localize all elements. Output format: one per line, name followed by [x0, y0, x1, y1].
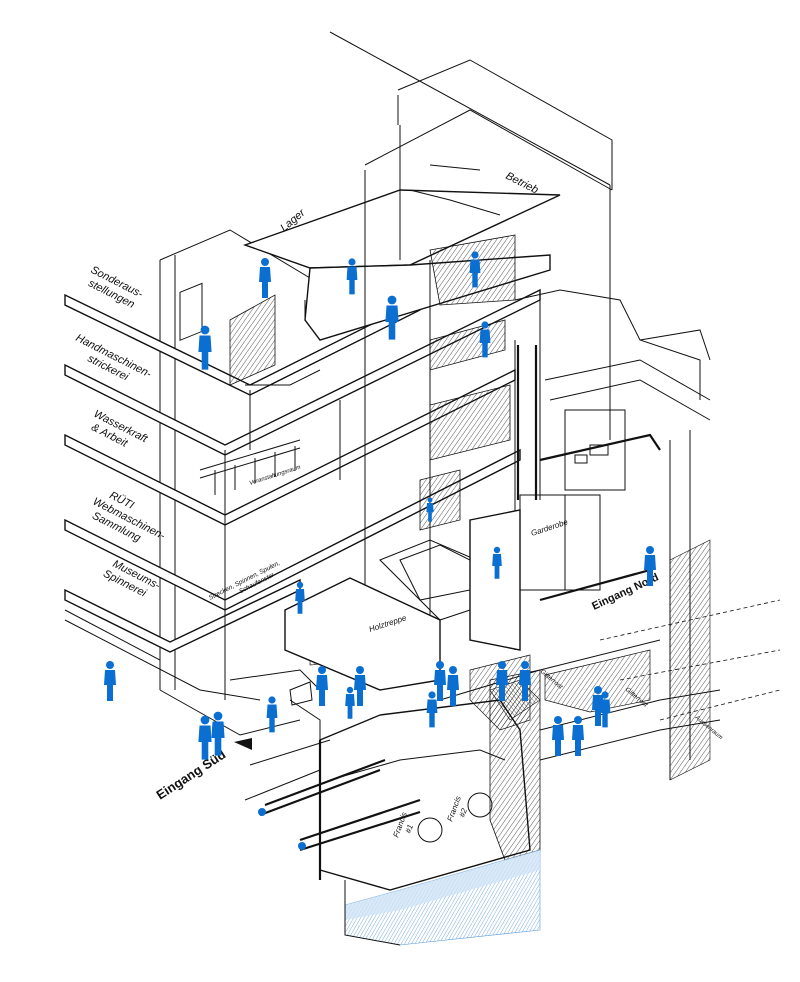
person-figure	[104, 661, 116, 701]
person-figure	[572, 716, 584, 756]
person-figure	[354, 666, 366, 706]
person-figure	[644, 546, 656, 586]
person-figure	[492, 546, 502, 579]
person-figure	[345, 686, 355, 719]
person-figure	[211, 711, 225, 756]
person-figure	[198, 325, 212, 370]
person-figure	[198, 715, 212, 760]
person-figure	[266, 696, 278, 733]
person-figure	[385, 295, 399, 340]
west-facade	[159, 229, 331, 690]
person-figure	[496, 661, 508, 701]
roof-outline	[329, 31, 613, 191]
francis-label-line: #1	[404, 823, 416, 834]
person-figure	[295, 581, 305, 614]
room-label-garderobe: Garderobe	[530, 517, 570, 538]
person-figure	[447, 666, 459, 706]
seating-row	[199, 439, 301, 495]
person-figure	[426, 497, 434, 522]
person-figure	[552, 716, 564, 756]
person-figure	[519, 661, 531, 701]
room-label-betrieb: Betrieb	[504, 170, 541, 197]
floor-label-sonderausstellungen: Sonderaus- stellungen	[86, 264, 145, 311]
person-figure	[259, 258, 271, 298]
ground-lines	[64, 609, 331, 801]
person-figure	[316, 666, 328, 706]
person-figure	[434, 661, 446, 701]
central-core	[284, 409, 626, 691]
person-figure	[599, 691, 611, 728]
francis-label-line: #2	[458, 807, 470, 819]
east-wing	[514, 289, 711, 781]
